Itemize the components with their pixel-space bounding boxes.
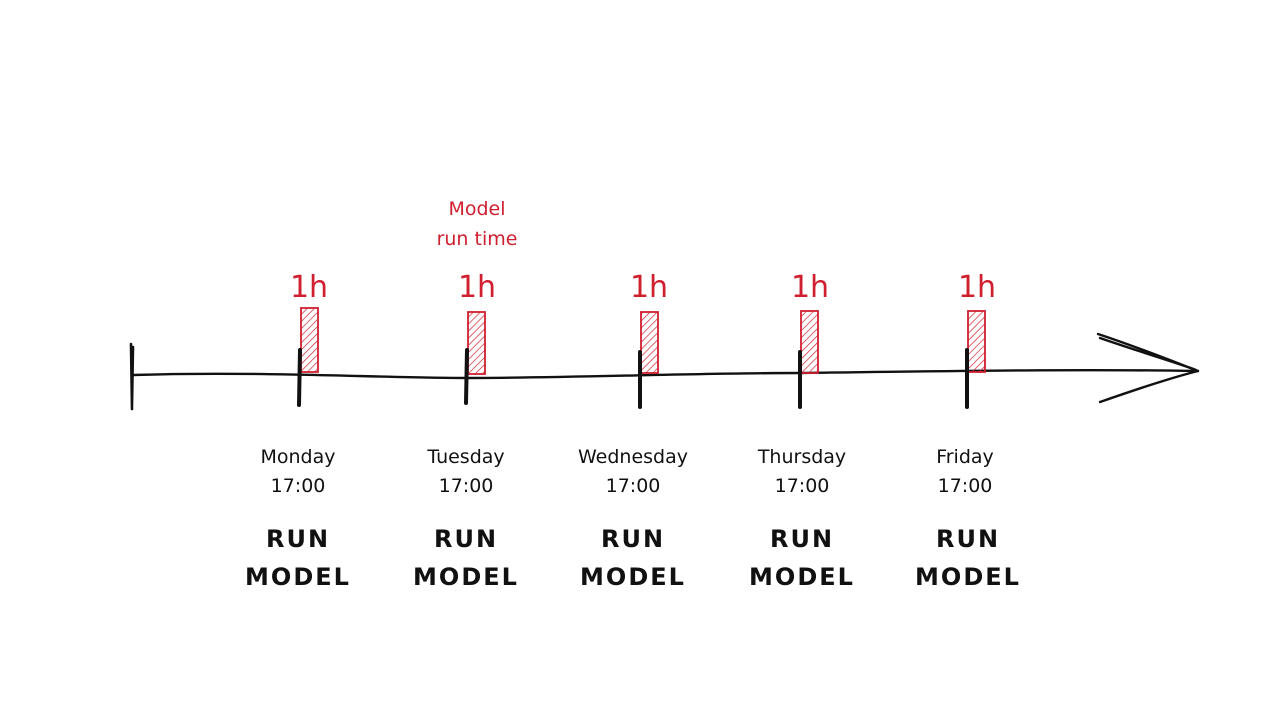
event-action-line-1: RUN — [266, 525, 330, 553]
run-duration-bar — [467, 311, 486, 375]
event-friday: 1h Friday 17:00 RUN MODEL — [915, 270, 1021, 591]
event-thursday: 1h Thursday 17:00 RUN MODEL — [749, 270, 855, 591]
event-day: Thursday — [757, 446, 846, 468]
duration-label: 1h — [958, 270, 996, 305]
event-tuesday: 1h Tuesday 17:00 RUN MODEL — [413, 270, 519, 591]
timeline-start-tick — [129, 342, 135, 411]
event-day: Tuesday — [426, 446, 504, 468]
event-action-line-1: RUN — [936, 525, 1000, 553]
run-duration-bar — [300, 307, 319, 373]
event-action-line-1: RUN — [770, 525, 834, 553]
event-action-line-2: MODEL — [413, 563, 519, 591]
event-time: 17:00 — [775, 475, 830, 497]
run-duration-bar — [640, 311, 659, 374]
event-time: 17:00 — [271, 475, 326, 497]
duration-label: 1h — [791, 270, 829, 305]
event-action-line-2: MODEL — [580, 563, 686, 591]
event-action-line-1: RUN — [434, 525, 498, 553]
event-time: 17:00 — [938, 475, 993, 497]
duration-label: 1h — [630, 270, 668, 305]
event-action-line-2: MODEL — [245, 563, 351, 591]
event-wednesday: 1h Wednesday 17:00 RUN MODEL — [578, 270, 688, 591]
event-time: 17:00 — [439, 475, 494, 497]
event-time: 17:00 — [606, 475, 661, 497]
event-action-line-2: MODEL — [915, 563, 1021, 591]
event-action-line-2: MODEL — [749, 563, 855, 591]
run-duration-bar — [800, 310, 819, 374]
duration-label: 1h — [290, 270, 328, 305]
event-tick — [464, 348, 469, 405]
annotation-line-2: run time — [437, 228, 518, 250]
event-day: Monday — [260, 446, 335, 468]
duration-label: 1h — [458, 270, 496, 305]
run-duration-bar — [967, 310, 986, 373]
event-monday: 1h Monday 17:00 RUN MODEL — [245, 270, 351, 591]
annotation-line-1: Model — [448, 198, 505, 220]
event-day: Wednesday — [578, 446, 688, 468]
timeline-axis-line — [131, 368, 1200, 380]
event-day: Friday — [936, 446, 994, 468]
event-tick — [297, 348, 302, 407]
timeline-arrow-head — [1096, 332, 1200, 404]
event-action-line-1: RUN — [601, 525, 665, 553]
